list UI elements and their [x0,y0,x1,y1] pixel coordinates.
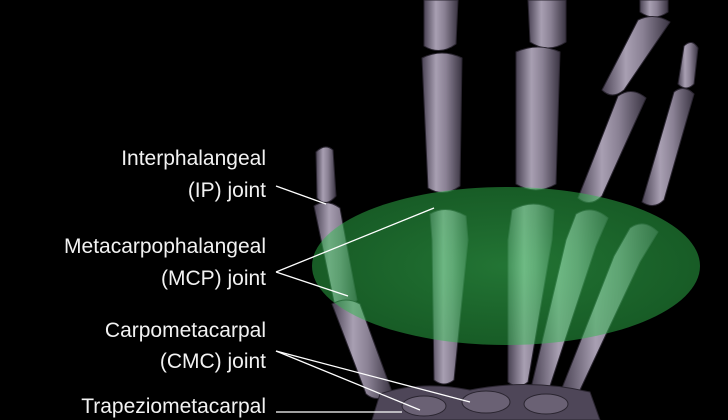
leader-lines [275,185,471,413]
mcp-joint-highlight [312,187,700,345]
mcp-leader-line-index [275,207,435,273]
cmc-label-line1: Carpometacarpal [104,319,266,342]
ip-label-line2: (IP) joint [187,179,266,202]
mcp-label-line1: Metacarpophalangeal [64,235,266,258]
carpal-bones [371,384,601,420]
cmc-leader-line-2 [275,350,471,403]
cmc-label-line2: (CMC) joint [159,350,266,373]
mcp-leader-line-thumb [275,271,349,297]
mcp-label-line2: (MCP) joint [160,267,266,290]
cmc-leader-line-1 [275,350,421,411]
ip-leader-line [275,185,327,205]
trapezio-label: Trapeziometacarpal [81,395,266,418]
ip-label-line1: Interphalangeal [121,147,266,170]
